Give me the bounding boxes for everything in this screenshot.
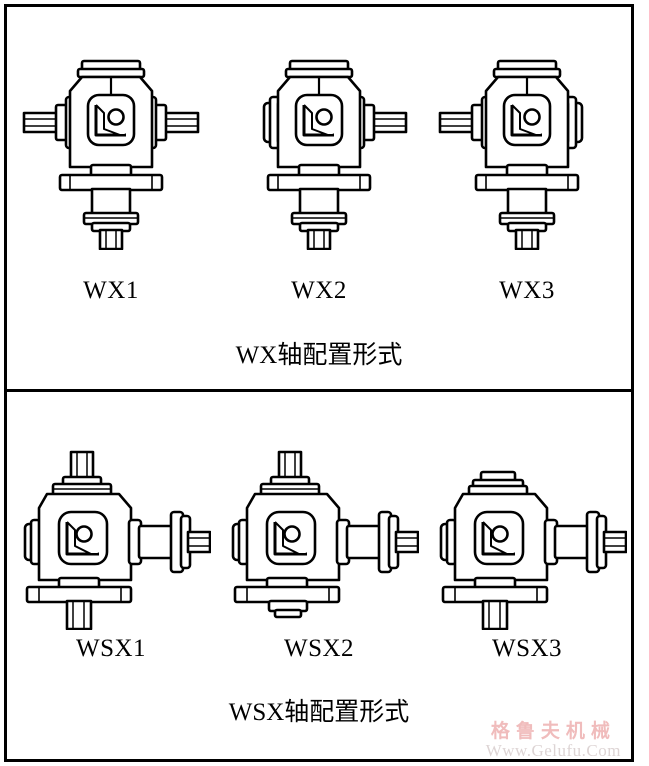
unit-label-wsx2: WSX2 <box>283 635 355 662</box>
wx2-drawing <box>224 55 414 255</box>
section-wsx: WSX1 WSX2 WSX3 WSX轴配置形式 格鲁夫机械 Www.Gelufu… <box>7 392 631 762</box>
wsx2-drawing <box>219 450 420 635</box>
unit-label-wsx1: WSX1 <box>75 635 147 662</box>
unit-wx1 <box>7 55 215 251</box>
unit-label-wx1: WX1 <box>83 277 139 304</box>
unit-wx3 <box>423 55 631 251</box>
bevel-gearbox-icon <box>22 59 200 251</box>
wx-drawing-row <box>7 55 631 251</box>
wx1-drawing <box>16 55 206 255</box>
bevel-gearbox-icon <box>231 450 420 619</box>
unit-wsx2 <box>215 450 423 630</box>
unit-wx2 <box>215 55 423 251</box>
diagram-frame: WX1 WX2 WX3 WX轴配置形式 <box>4 4 634 762</box>
wsx-drawing-row <box>7 450 631 631</box>
unit-label-wsx3: WSX3 <box>491 635 563 662</box>
watermark-url: Www.Gelufu.Com <box>485 741 621 761</box>
section-wx: WX1 WX2 WX3 WX轴配置形式 <box>7 7 631 392</box>
wsx-labels-row: WSX1 WSX2 WSX3 <box>7 635 631 663</box>
wx-labels-row: WX1 WX2 WX3 <box>7 277 631 305</box>
section-caption-wsx: WSX轴配置形式 <box>228 699 410 726</box>
unit-label-wx2: WX2 <box>291 277 347 304</box>
wsx1-drawing <box>11 450 212 635</box>
wsx3-drawing <box>427 450 628 635</box>
unit-label-wx3: WX3 <box>499 277 555 304</box>
bevel-gearbox-icon <box>439 470 628 631</box>
wx3-drawing <box>432 55 622 255</box>
section-caption-wx: WX轴配置形式 <box>235 342 403 369</box>
unit-wsx1 <box>7 450 215 631</box>
bevel-gearbox-icon <box>23 450 212 631</box>
bevel-gearbox-icon <box>438 59 584 251</box>
bevel-gearbox-icon <box>262 59 408 251</box>
unit-wsx3 <box>423 450 631 631</box>
